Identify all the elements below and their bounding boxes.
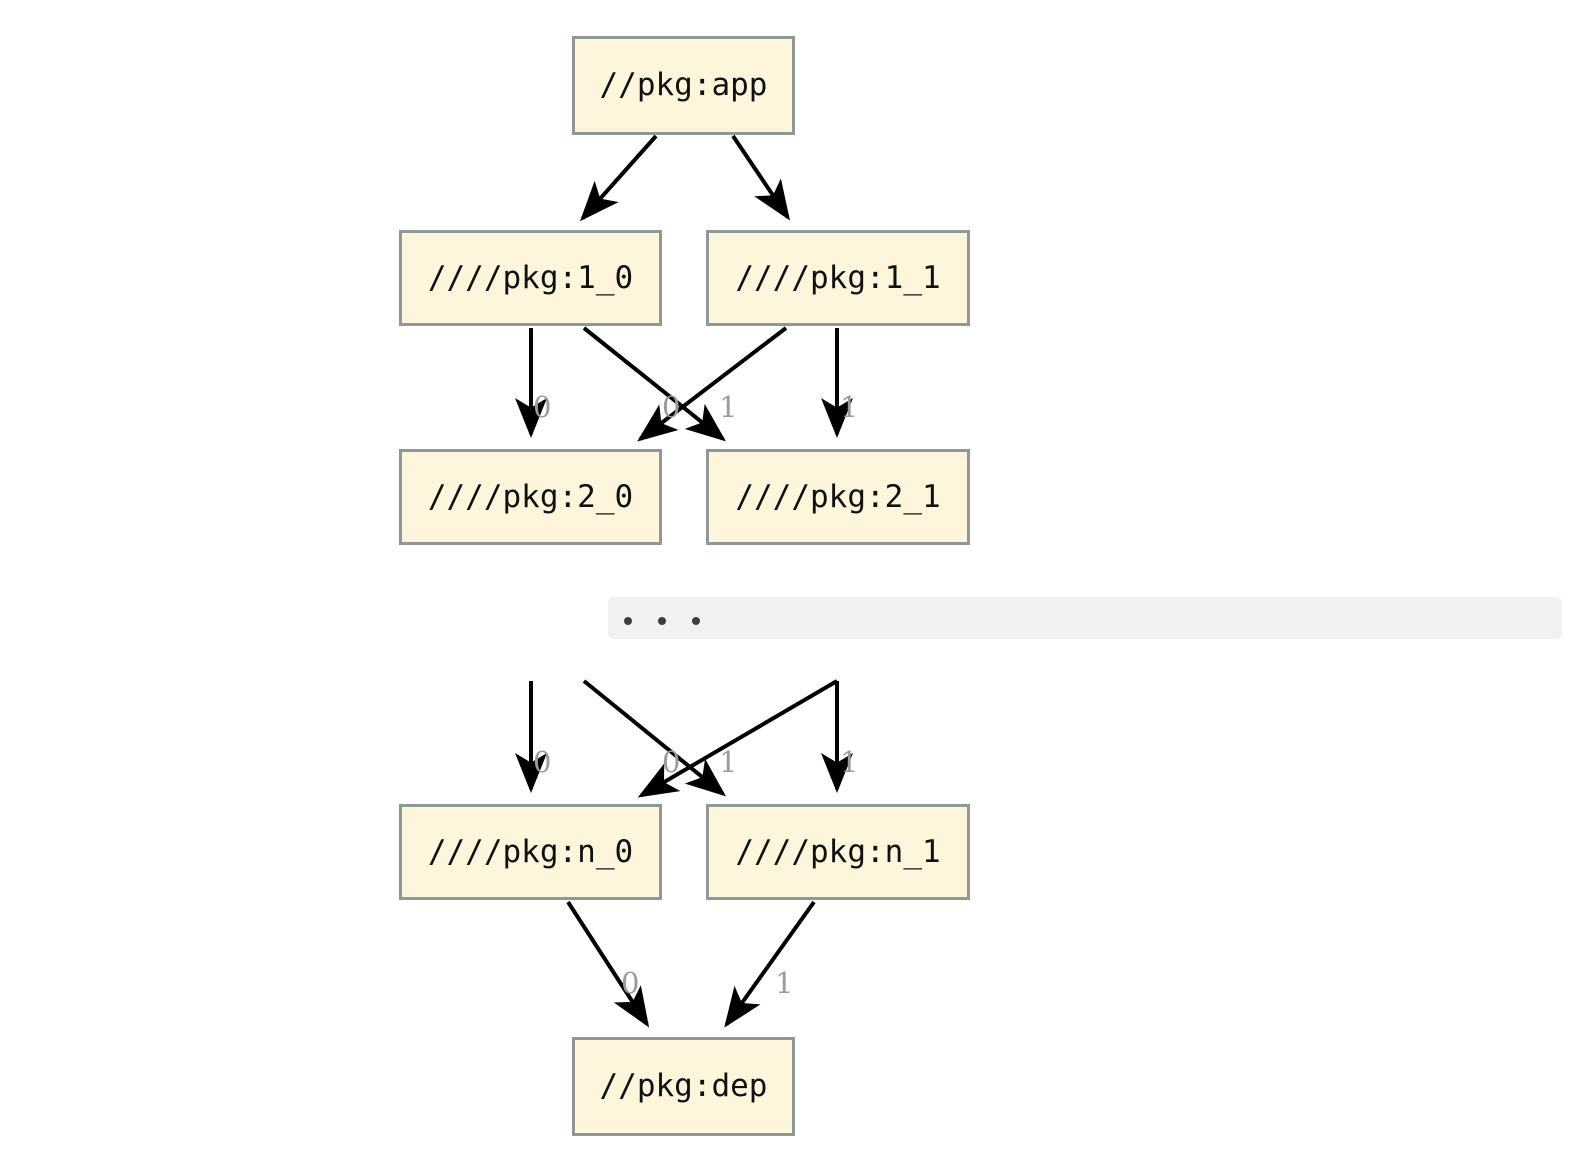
graph-node-n1_1[interactable]: ////pkg:1_1 — [706, 230, 970, 326]
edge-label: 1 — [775, 966, 794, 1000]
edge-label: 1 — [719, 390, 738, 424]
edge-label: 1 — [840, 745, 859, 779]
ellipsis-dots — [624, 617, 700, 625]
graph-node-label: ////pkg:n_0 — [427, 833, 634, 870]
graph-node-label: //pkg:app — [599, 67, 768, 103]
edge-label: 1 — [840, 390, 859, 424]
graph-node-label: ////pkg:n_1 — [735, 833, 941, 870]
graph-node-nn_1[interactable]: ////pkg:n_1 — [706, 804, 970, 900]
edge-label: 1 — [719, 745, 738, 779]
graph-node-n2_0[interactable]: ////pkg:2_0 — [399, 449, 662, 545]
graph-node-label: //pkg:dep — [599, 1068, 768, 1104]
ellipsis-dot — [658, 617, 666, 625]
graph-node-label: ////pkg:2_1 — [735, 478, 941, 515]
edge-label: 0 — [533, 745, 552, 779]
graph-node-app[interactable]: //pkg:app — [572, 36, 795, 135]
graph-node-n2_1[interactable]: ////pkg:2_1 — [706, 449, 970, 545]
ellipsis-separator-bar — [608, 597, 1562, 639]
graph-node-label: ////pkg:1_0 — [427, 259, 634, 296]
graph-edge — [582, 326, 726, 442]
graph-node-label: ////pkg:1_1 — [735, 259, 941, 296]
ellipsis-dot — [624, 617, 632, 625]
graph-edge — [566, 900, 650, 1028]
graph-edge — [579, 134, 658, 222]
graph-node-dep[interactable]: //pkg:dep — [572, 1037, 795, 1136]
graph-edge — [724, 900, 816, 1028]
edge-label: 0 — [533, 390, 552, 424]
graph-edge — [731, 134, 790, 221]
graph-edge — [582, 679, 727, 797]
ellipsis-dot — [692, 617, 700, 625]
graph-node-n1_0[interactable]: ////pkg:1_0 — [399, 230, 662, 326]
edge-label: 0 — [662, 390, 681, 424]
edge-label: 0 — [621, 966, 640, 1000]
edge-label: 0 — [662, 745, 681, 779]
graph-node-nn_0[interactable]: ////pkg:n_0 — [399, 804, 662, 900]
graph-node-label: ////pkg:2_0 — [427, 478, 634, 515]
